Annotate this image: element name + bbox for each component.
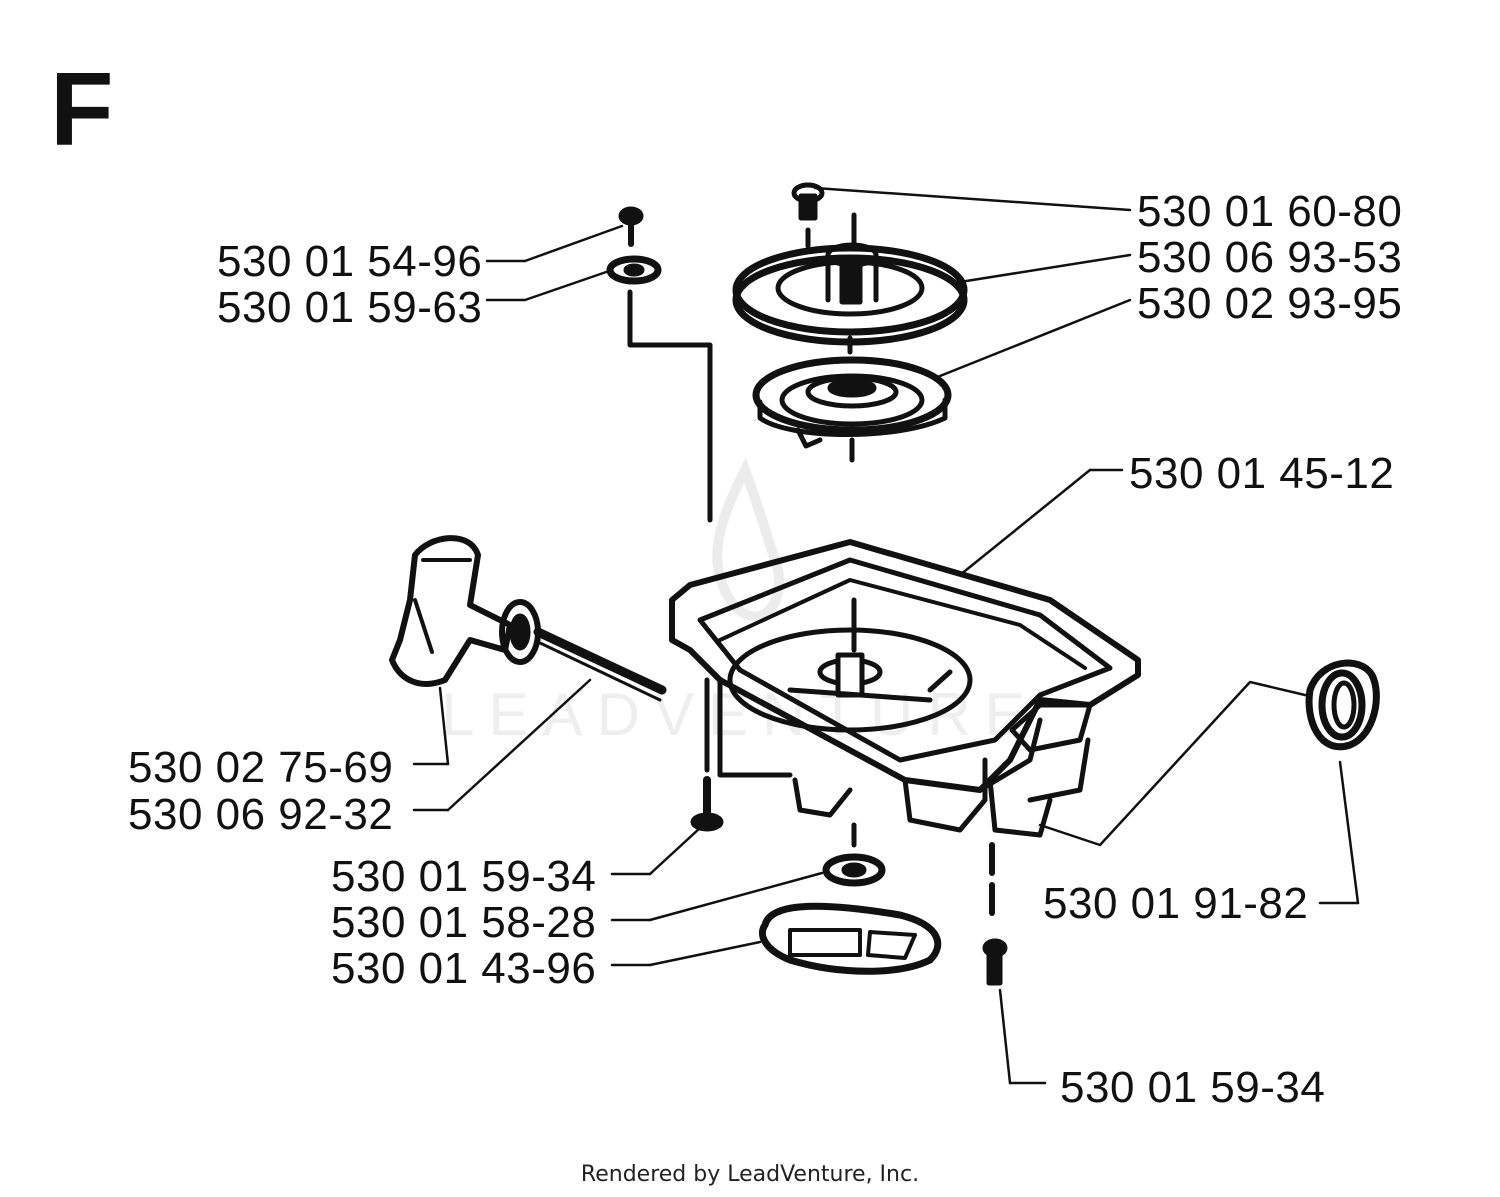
- assembly-axis: [627, 289, 713, 523]
- pulley-screw: [791, 182, 825, 249]
- recoil-spring: [752, 356, 952, 463]
- bottom-gasket: [758, 902, 942, 975]
- housing-screw-left: [690, 776, 724, 832]
- part-label-cover-screw[interactable]: 530 01 54-96: [217, 237, 483, 286]
- part-label-rope-pulley[interactable]: 530 06 93-53: [1137, 233, 1403, 282]
- part-label-pawl-cap[interactable]: 530 01 91-82: [1043, 879, 1309, 928]
- footer-credit: Rendered by LeadVenture, Inc.: [580, 1162, 920, 1187]
- section-letter: F: [50, 52, 114, 168]
- part-label-starter-rope[interactable]: 530 06 92-32: [128, 790, 394, 839]
- starter-rope: [533, 627, 667, 702]
- cover-screw: [618, 206, 644, 247]
- rope-pulley: [732, 212, 968, 355]
- leader-lines: [412, 186, 1360, 1085]
- pawl-cap: [1305, 659, 1380, 751]
- starter-housing: [669, 539, 1141, 838]
- part-label-bottom-gasket[interactable]: 530 01 43-96: [331, 944, 597, 993]
- part-label-cover-washer[interactable]: 530 01 59-63: [217, 283, 483, 332]
- cover-washer: [606, 255, 662, 285]
- part-label-bottom-washer[interactable]: 530 01 58-28: [331, 898, 597, 947]
- bottom-washer: [822, 822, 886, 887]
- part-label-starter-handle[interactable]: 530 02 75-69: [128, 743, 394, 792]
- part-label-housing-screw-right[interactable]: 530 01 59-34: [1060, 1063, 1326, 1112]
- part-label-housing-screw-left[interactable]: 530 01 59-34: [331, 852, 597, 901]
- starter-handle: [389, 535, 541, 687]
- part-label-recoil-spring[interactable]: 530 02 93-95: [1137, 279, 1403, 328]
- housing-screw-right: [982, 842, 1008, 986]
- part-label-pulley-screw[interactable]: 530 01 60-80: [1137, 187, 1403, 236]
- part-label-starter-housing[interactable]: 530 01 45-12: [1129, 449, 1395, 498]
